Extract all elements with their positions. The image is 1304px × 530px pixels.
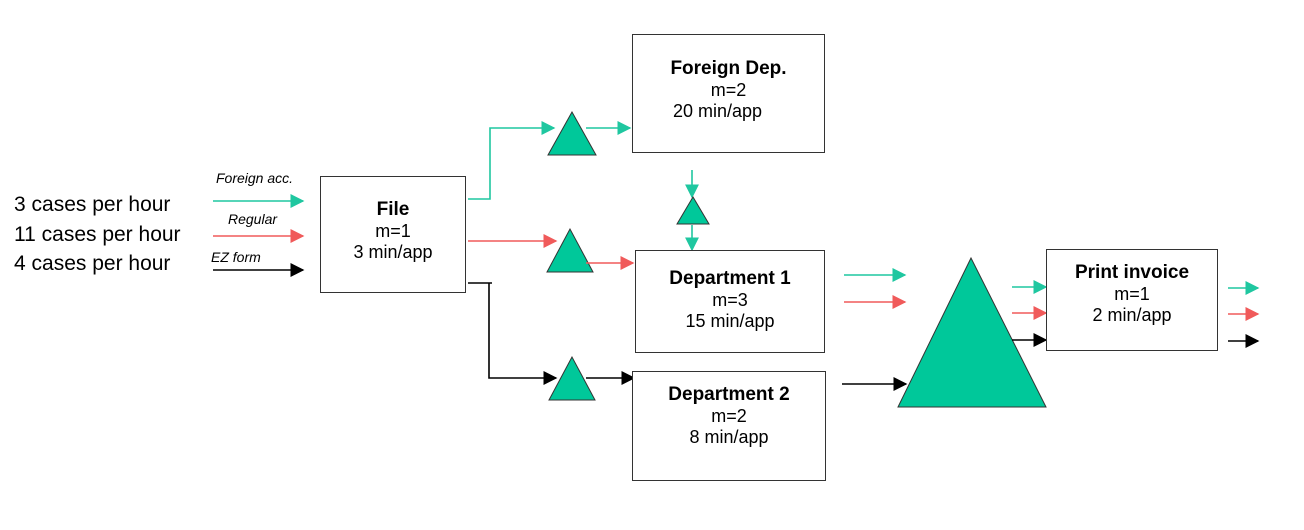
node-time: 2 min/app bbox=[1092, 305, 1172, 325]
buffer-print bbox=[897, 256, 1047, 408]
buffer-dept1 bbox=[546, 227, 594, 273]
node-servers: m=1 bbox=[375, 221, 411, 241]
input-type-foreign: Foreign acc. bbox=[216, 170, 294, 186]
node-servers: m=1 bbox=[1114, 284, 1150, 304]
node-servers: m=2 bbox=[710, 80, 747, 100]
input-type-ez: EZ form bbox=[211, 249, 261, 265]
input-rate-foreign: 3 cases per hour bbox=[14, 193, 171, 216]
node-time: 15 min/app bbox=[685, 311, 775, 331]
node-title: Department 2 bbox=[668, 384, 790, 405]
node-servers: m=3 bbox=[712, 290, 748, 310]
flow-file-to-dept2-buffer bbox=[488, 283, 558, 385]
node-time: 3 min/app bbox=[353, 242, 433, 262]
node-department-2: Department 2 m=2 8 min/app bbox=[632, 371, 826, 481]
node-time: 20 min/app bbox=[672, 101, 763, 121]
node-time: 8 min/app bbox=[689, 427, 769, 447]
input-rate-ez: 4 cases per hour bbox=[14, 252, 171, 275]
buffer-dept2 bbox=[548, 355, 596, 401]
node-title: Foreign Dep. bbox=[670, 58, 787, 79]
node-servers: m=2 bbox=[711, 406, 747, 426]
node-file: File m=1 3 min/app bbox=[320, 176, 466, 293]
input-rate-regular: 11 cases per hour bbox=[14, 223, 181, 246]
buffer-foreign-to-dept1 bbox=[676, 196, 710, 225]
node-title: Print invoice bbox=[1074, 262, 1190, 283]
node-foreign-dep: Foreign Dep. m=2 20 min/app bbox=[632, 34, 825, 153]
node-title: Department 1 bbox=[669, 268, 791, 289]
input-type-regular: Regular bbox=[228, 211, 278, 227]
node-print-invoice: Print invoice m=1 2 min/app bbox=[1046, 249, 1218, 351]
node-title: File bbox=[376, 199, 410, 220]
buffer-foreign bbox=[547, 110, 597, 156]
flow-file-to-foreign-buffer bbox=[468, 121, 556, 200]
node-department-1: Department 1 m=3 15 min/app bbox=[635, 250, 825, 353]
